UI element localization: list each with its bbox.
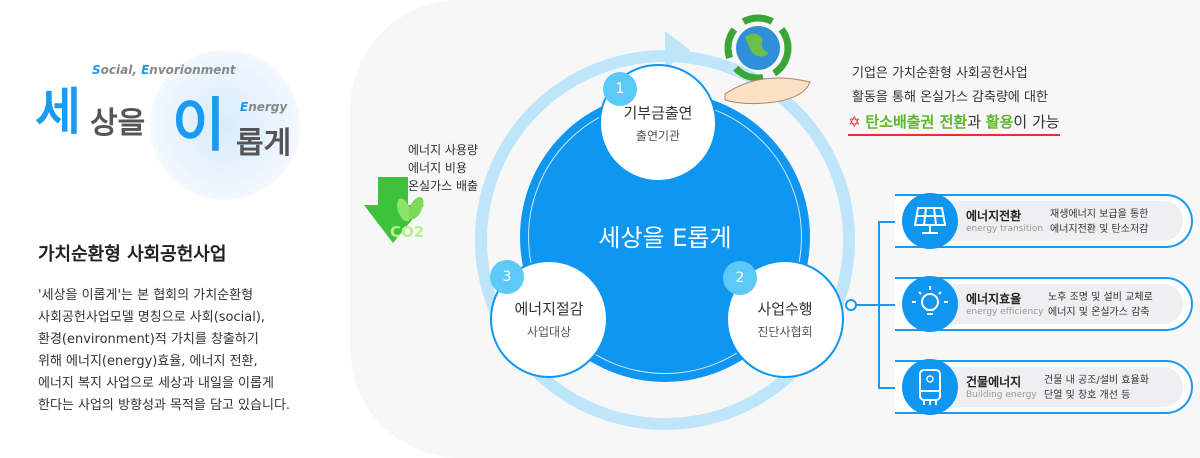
- star-icon: ✡: [848, 113, 861, 131]
- logo-text-sangeul: 상을: [90, 106, 146, 141]
- globe-in-hand-icon: [724, 14, 811, 105]
- logo-subtitle: Social, Envorionment: [92, 63, 236, 77]
- step-badge-2: 2: [723, 261, 757, 295]
- step-badge-3: 3: [490, 260, 524, 294]
- connector-dot: [845, 299, 857, 311]
- light-bulb-icon: [902, 276, 958, 332]
- connector-branch: [878, 304, 903, 306]
- logo-char-i: 이: [172, 91, 226, 159]
- logo-glow: [150, 50, 300, 200]
- cycle-arrow-icon: [665, 31, 690, 69]
- svg-text:CO2: CO2: [390, 223, 424, 241]
- boiler-icon: [902, 359, 958, 415]
- connector-line: [856, 304, 879, 306]
- connector-branch: [878, 387, 903, 389]
- step-badge-1: 1: [603, 72, 637, 106]
- logo-energy: Energy: [240, 100, 288, 114]
- intro-title: 가치순환형 사회공헌사업: [38, 244, 227, 265]
- co2-down-arrow-icon: CO2: [364, 177, 424, 243]
- logo-text-ropge: 롭게: [236, 126, 292, 161]
- cycle-center-title: 세상을 E롭게: [598, 224, 732, 252]
- carbon-credit-note: 기업은 가치순환형 사회공헌사업 활동을 통해 온실가스 감축량에 대한 ✡ 탄…: [848, 62, 1060, 136]
- connector-branch: [878, 221, 903, 223]
- solar-panel-icon: [902, 193, 958, 249]
- logo-char-se: 세: [35, 83, 81, 141]
